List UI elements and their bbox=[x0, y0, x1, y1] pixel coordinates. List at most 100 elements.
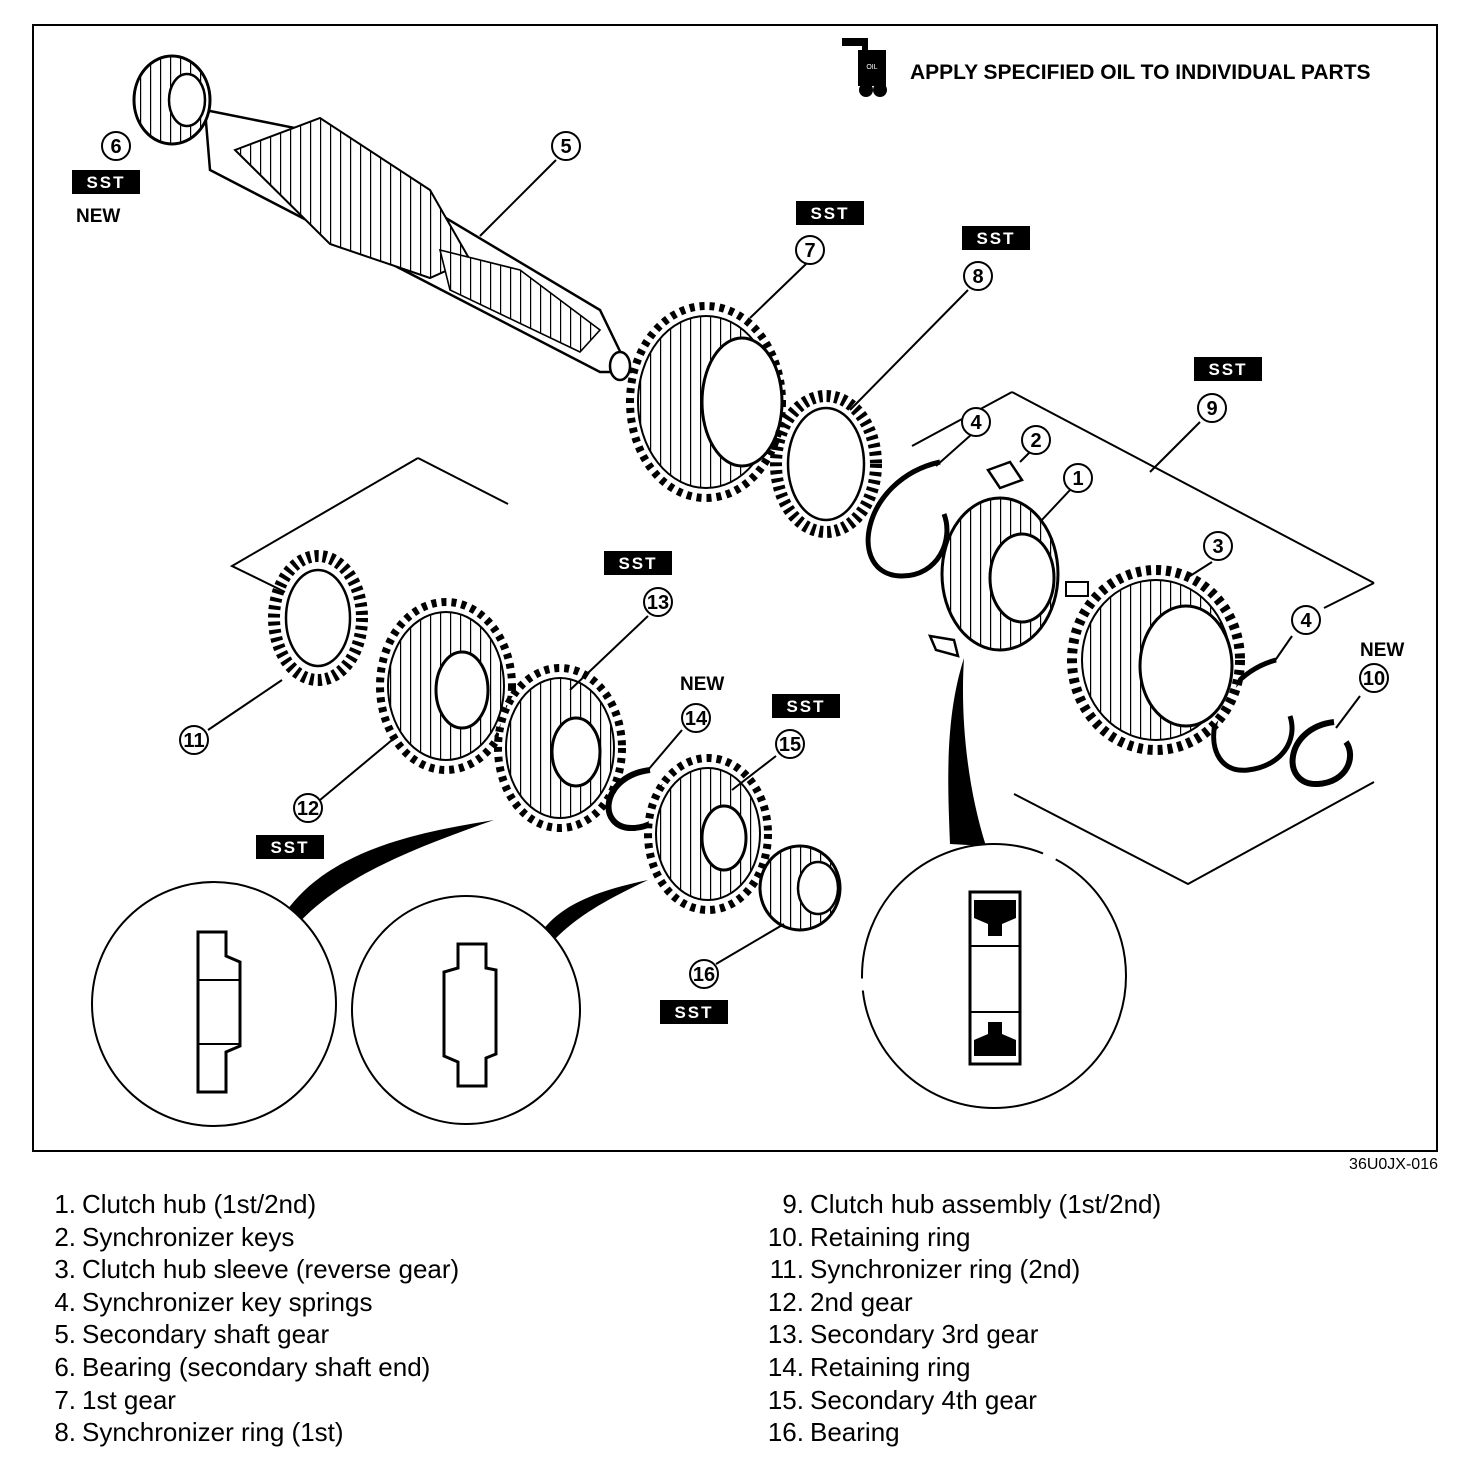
legend-item: 10.Retaining ring bbox=[760, 1221, 1161, 1254]
legend-item: 13.Secondary 3rd gear bbox=[760, 1318, 1161, 1351]
legend-item: 6.Bearing (secondary shaft end) bbox=[50, 1351, 459, 1384]
legend-item-text: Clutch hub assembly (1st/2nd) bbox=[810, 1189, 1162, 1219]
retaining-ring-10-part bbox=[1289, 719, 1353, 788]
key-spring-upper-part bbox=[865, 459, 950, 579]
sst-tag-8: SST bbox=[976, 229, 1015, 248]
synchronizer-key-part bbox=[927, 460, 1024, 658]
first-gear-part bbox=[626, 302, 786, 502]
callout-10: 10 bbox=[1363, 668, 1385, 690]
leader-lines bbox=[207, 159, 1361, 965]
callout-6: 6 bbox=[110, 136, 121, 158]
legend-item-number: 3. bbox=[54, 1254, 76, 1285]
legend-item-text: Bearing bbox=[810, 1417, 900, 1448]
legend-item-text: Secondary 3rd gear bbox=[810, 1319, 1039, 1350]
legend-item: 16.Bearing bbox=[760, 1416, 1161, 1449]
legend-item-text: 1st gear bbox=[82, 1384, 176, 1415]
callout-8: 8 bbox=[972, 266, 983, 288]
legend-item-text: Retaining ring bbox=[810, 1221, 971, 1252]
callout-circles bbox=[101, 131, 1389, 989]
legend-item: 3.Clutch hub sleeve (reverse gear) bbox=[50, 1253, 459, 1286]
legend-item-text: Clutch hub (1st/2nd) bbox=[82, 1189, 317, 1219]
sst-tag-13: SST bbox=[618, 554, 657, 573]
legend-item-number: 11. bbox=[769, 1254, 804, 1285]
detail-circle-key-b bbox=[351, 895, 581, 1125]
new-labels: NEW NEW NEW bbox=[76, 206, 1404, 695]
sst-tag-7: SST bbox=[810, 204, 849, 223]
callout-12: 12 bbox=[297, 798, 319, 820]
callout-1: 1 bbox=[1072, 468, 1083, 490]
legend-item: 8.Synchronizer ring (1st) bbox=[50, 1416, 459, 1449]
detail-circle-key-a bbox=[91, 881, 337, 1127]
legend-item: 14.Retaining ring bbox=[760, 1351, 1161, 1384]
legend-item-number: 12. bbox=[767, 1286, 804, 1317]
legend-item-number: 5. bbox=[54, 1319, 76, 1350]
callout-9: 9 bbox=[1206, 398, 1217, 420]
detail-pointers bbox=[278, 658, 986, 938]
sst-tag-6: SST bbox=[86, 173, 125, 192]
legend-item-text: Synchronizer keys bbox=[82, 1221, 295, 1252]
legend-item-number: 8. bbox=[54, 1417, 76, 1448]
callout-numbers: 1 2 3 4 4 5 6 7 8 9 10 11 12 13 14 15 16 bbox=[110, 136, 1385, 986]
secondary-shaft-gear-part bbox=[203, 108, 632, 382]
bearing-shaft-end-part bbox=[132, 54, 212, 146]
callout-15: 15 bbox=[779, 734, 801, 756]
synchronizer-ring-2nd-part bbox=[268, 550, 368, 686]
legend-item-number: 9. bbox=[782, 1189, 804, 1219]
legend-right-column: 9.Clutch hub assembly (1st/2nd)10.Retain… bbox=[760, 1188, 1161, 1449]
group-brackets bbox=[229, 391, 1375, 886]
legend-item-number: 1. bbox=[54, 1189, 76, 1219]
sst-tags bbox=[72, 170, 1262, 1024]
oil-icon-label: OIL bbox=[866, 64, 877, 71]
legend-item-text: Synchronizer ring (2nd) bbox=[810, 1254, 1081, 1285]
clutch-hub-sleeve-part bbox=[1067, 565, 1245, 755]
legend-item-number: 4. bbox=[54, 1286, 76, 1317]
legend-item: 4.Synchronizer key springs bbox=[50, 1286, 459, 1319]
legend-item-text: Synchronizer key springs bbox=[82, 1286, 373, 1317]
callout-13: 13 bbox=[647, 592, 669, 614]
sst-tag-labels: SST SST SST SST SST SST SST SST bbox=[86, 173, 1247, 1022]
legend-item: 5.Secondary shaft gear bbox=[50, 1318, 459, 1351]
legend-item: 15.Secondary 4th gear bbox=[760, 1384, 1161, 1417]
sst-tag-12: SST bbox=[270, 838, 309, 857]
exploded-view-diagram: OIL APPLY SPECIFIED OIL TO INDIVIDUAL PA… bbox=[72, 38, 1404, 1127]
legend-item-number: 16. bbox=[767, 1417, 804, 1448]
legend-item: 12.2nd gear bbox=[760, 1286, 1161, 1319]
oil-note: APPLY SPECIFIED OIL TO INDIVIDUAL PARTS bbox=[910, 61, 1371, 84]
synchronizer-ring-1st-part bbox=[770, 390, 882, 538]
legend-item: 9.Clutch hub assembly (1st/2nd) bbox=[760, 1188, 1161, 1221]
secondary-3rd-gear-part bbox=[494, 664, 626, 832]
callout-11: 11 bbox=[183, 730, 204, 752]
legend-item-text: Synchronizer ring (1st) bbox=[82, 1417, 344, 1448]
sst-tag-16: SST bbox=[674, 1003, 713, 1022]
legend-left-column: 1.Clutch hub (1st/2nd)2.Synchronizer key… bbox=[50, 1188, 459, 1449]
legend-item-number: 15. bbox=[767, 1384, 804, 1415]
new-label-10: NEW bbox=[1360, 640, 1404, 661]
sst-tag-15: SST bbox=[786, 697, 825, 716]
legend-item-text: 2nd gear bbox=[810, 1286, 913, 1317]
detail-circle-key-c bbox=[861, 843, 1127, 1109]
callout-14: 14 bbox=[685, 708, 708, 730]
legend-item-number: 6. bbox=[54, 1351, 76, 1382]
callout-7: 7 bbox=[804, 240, 815, 262]
secondary-4th-gear-part bbox=[644, 754, 772, 914]
callout-4-lower: 4 bbox=[1300, 610, 1312, 632]
legend-item-text: Secondary 4th gear bbox=[810, 1384, 1037, 1415]
oil-can-icon: OIL bbox=[842, 38, 887, 97]
bearing-16-part bbox=[758, 844, 842, 932]
second-gear-part bbox=[376, 598, 516, 774]
legend-item-text: Secondary shaft gear bbox=[82, 1319, 330, 1350]
clutch-hub-part bbox=[940, 496, 1089, 652]
sst-tag-9: SST bbox=[1208, 360, 1247, 379]
legend-item: 7.1st gear bbox=[50, 1384, 459, 1417]
legend-item-number: 13. bbox=[767, 1319, 804, 1350]
callout-5: 5 bbox=[560, 136, 571, 158]
callout-2: 2 bbox=[1030, 430, 1041, 452]
legend-item: 1.Clutch hub (1st/2nd) bbox=[50, 1188, 459, 1221]
legend-item-number: 14. bbox=[767, 1351, 804, 1382]
legend-item-text: Bearing (secondary shaft end) bbox=[82, 1351, 431, 1382]
callout-16: 16 bbox=[693, 964, 715, 986]
new-label-14: NEW bbox=[680, 674, 724, 695]
legend-item-number: 2. bbox=[54, 1221, 76, 1252]
callout-3: 3 bbox=[1212, 536, 1223, 558]
legend-item-text: Retaining ring bbox=[810, 1351, 971, 1382]
